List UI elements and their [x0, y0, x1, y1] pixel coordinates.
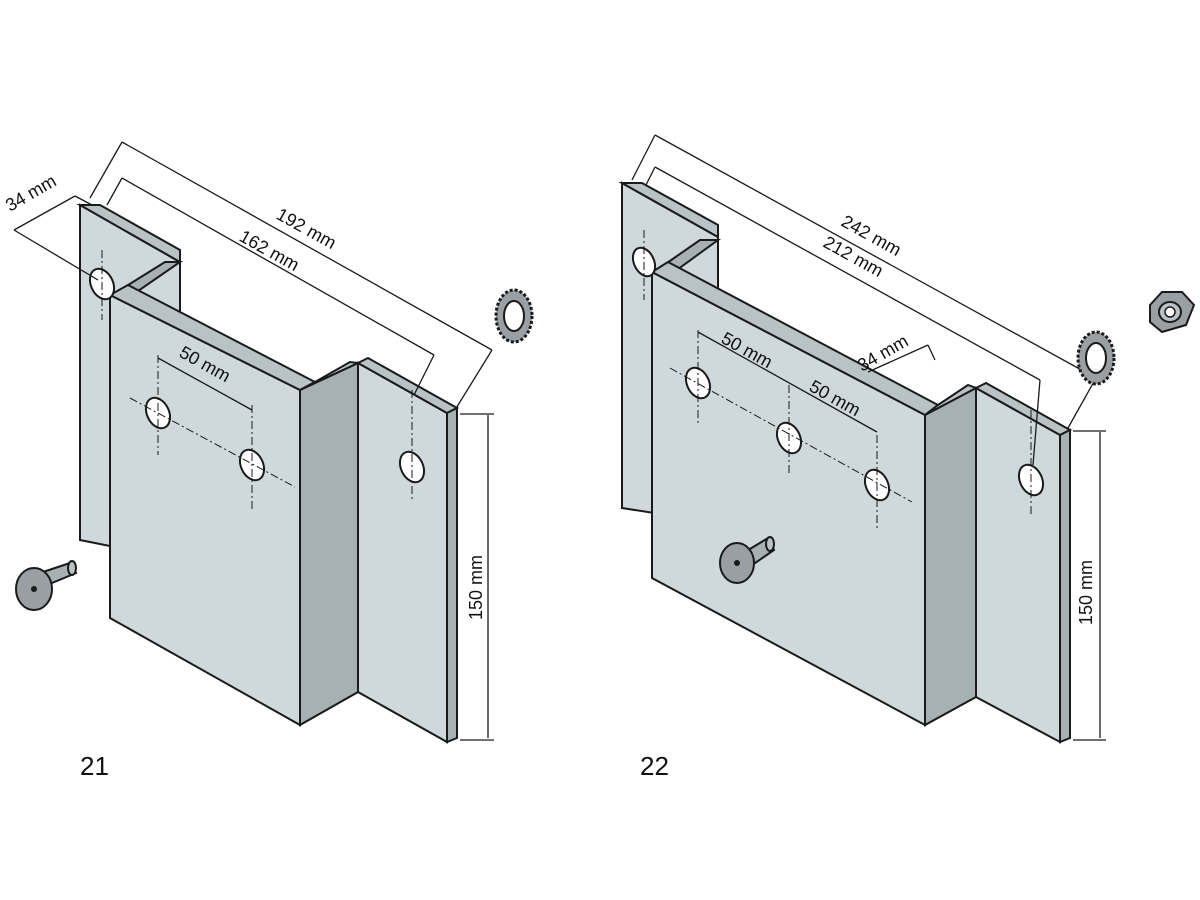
dim-label-34mm: 34 mm [854, 331, 912, 376]
bracket-top-fold [76, 204, 181, 264]
dimension-lines [631, 134, 1106, 741]
bracket-web [299, 361, 359, 727]
hole-center-lines [101, 250, 413, 510]
dim-label-150mm: 150 mm [466, 555, 486, 620]
figure-21: 34 mm 192 mm 162 mm 50 mm 150 mm 21 [2, 141, 534, 781]
figure-22: 242 mm 212 mm 50 mm 50 mm 34 mm 150 mm 2… [618, 134, 1196, 781]
bracket-top-fold [618, 182, 719, 239]
bracket-right-flange [975, 386, 1061, 744]
hole-center-lines [643, 230, 1032, 530]
bracket-right-flange-edge [1059, 428, 1071, 744]
serrated-washer-icon [1076, 330, 1116, 386]
dim-label-162mm: 162 mm [236, 226, 303, 275]
bracket-hole [144, 396, 172, 430]
bolt-icon [15, 560, 78, 611]
figure-number: 21 [80, 751, 109, 781]
dimension-lines [13, 141, 494, 741]
bolt-icon [719, 536, 776, 584]
bracket-web [924, 386, 977, 727]
bracket-right-flange [357, 361, 448, 744]
figure-number: 22 [640, 751, 669, 781]
dim-label-150mm: 150 mm [1076, 560, 1096, 625]
bracket-right-flange-edge [446, 406, 458, 744]
hex-nut-icon [1149, 291, 1196, 334]
serrated-washer-icon [494, 288, 534, 344]
